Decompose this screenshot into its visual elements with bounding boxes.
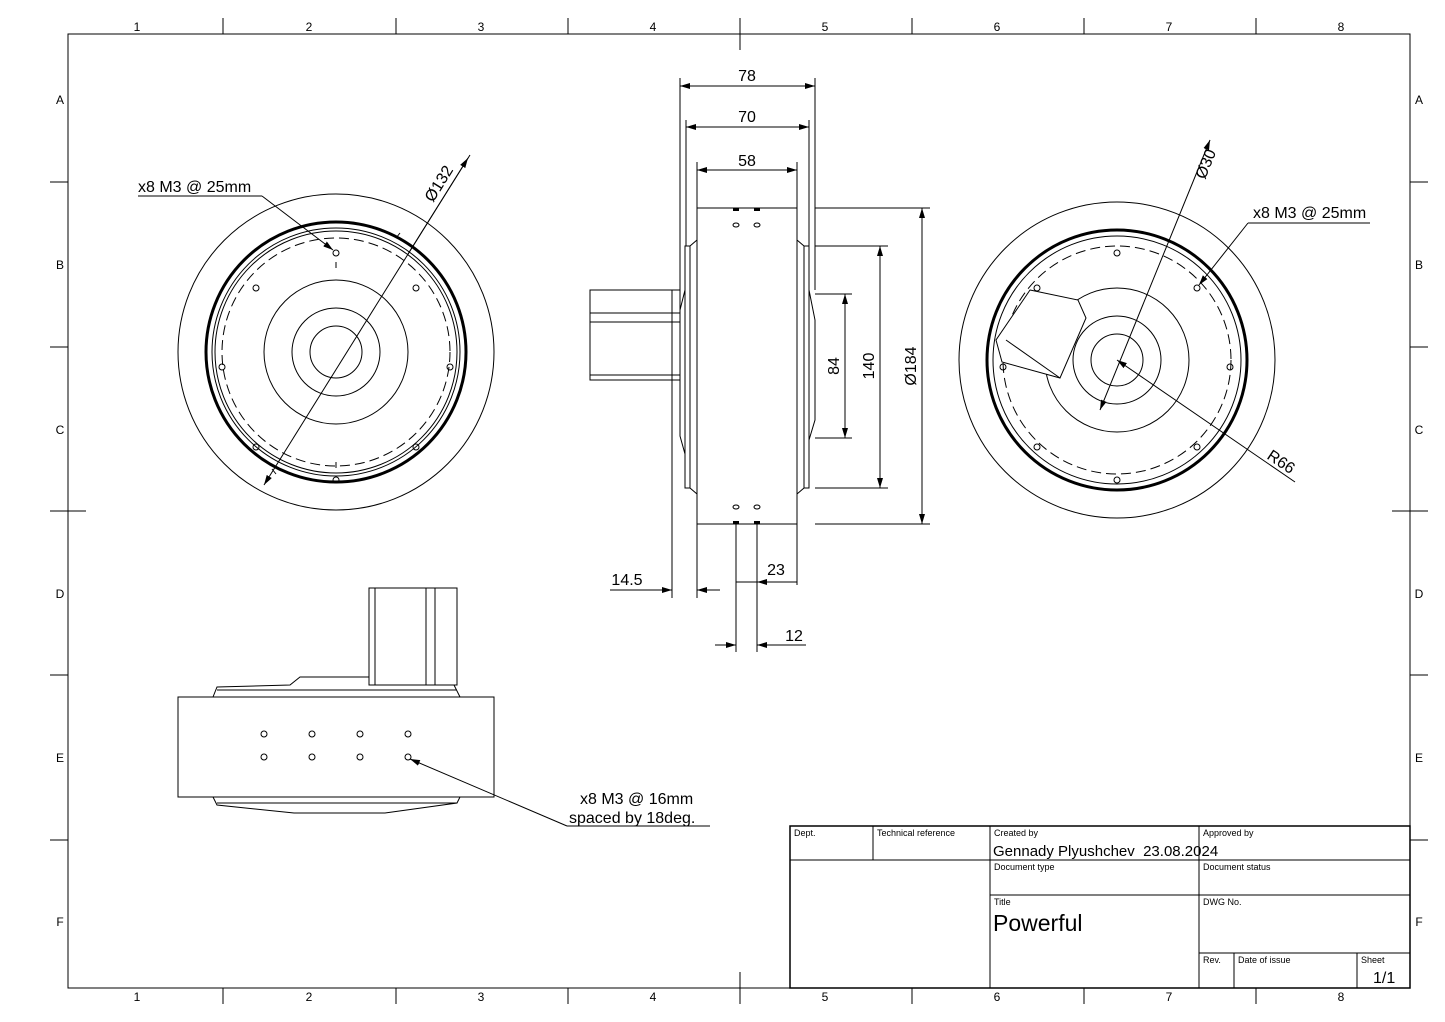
rear-diameter-label: Ø30 bbox=[1193, 147, 1220, 182]
dim-diameter-184: Ø184 bbox=[903, 346, 920, 385]
zone-row-a-left: A bbox=[56, 93, 64, 107]
sheet-value: 1/1 bbox=[1373, 970, 1395, 987]
created-by-value: Gennady Plyushchev 23.08.2024 bbox=[993, 843, 1218, 860]
dept-label: Dept. bbox=[794, 828, 816, 838]
dim-14-5: 14.5 bbox=[611, 572, 642, 589]
zone-row-d-right: D bbox=[1415, 587, 1424, 601]
title-label: Title bbox=[994, 897, 1011, 907]
zone-col-6-bottom: 6 bbox=[994, 990, 1001, 1004]
date-of-issue-label: Date of issue bbox=[1238, 955, 1291, 965]
dim-58: 58 bbox=[738, 153, 756, 170]
zone-row-c-left: C bbox=[56, 423, 65, 437]
approved-by-label: Approved by bbox=[1203, 828, 1254, 838]
zone-col-8-top: 8 bbox=[1338, 20, 1345, 34]
zone-col-3-bottom: 3 bbox=[478, 990, 485, 1004]
side-view: 78 70 58 84 140 Ø184 14.5 23 12 bbox=[589, 68, 930, 652]
dim-70: 70 bbox=[738, 109, 756, 126]
sheet-label: Sheet bbox=[1361, 955, 1385, 965]
zone-col-2-top: 2 bbox=[306, 20, 313, 34]
zone-row-f-right: F bbox=[1415, 915, 1422, 929]
zone-col-5-bottom: 5 bbox=[822, 990, 829, 1004]
dim-12: 12 bbox=[785, 628, 803, 645]
technical-reference-label: Technical reference bbox=[877, 828, 955, 838]
zone-row-c-right: C bbox=[1415, 423, 1424, 437]
zone-col-5-top: 5 bbox=[822, 20, 829, 34]
zone-row-e-left: E bbox=[56, 751, 64, 765]
zone-row-a-right: A bbox=[1415, 93, 1423, 107]
front-view: x8 M3 @ 25mm Ø132 bbox=[138, 154, 495, 511]
zone-col-7-top: 7 bbox=[1166, 20, 1173, 34]
rear-hole-note: x8 M3 @ 25mm bbox=[1253, 205, 1366, 222]
zone-col-7-bottom: 7 bbox=[1166, 990, 1173, 1004]
dim-78: 78 bbox=[738, 68, 756, 85]
bottom-note-line-1: x8 M3 @ 16mm bbox=[580, 791, 693, 808]
document-type-label: Document type bbox=[994, 862, 1055, 872]
zone-col-4-bottom: 4 bbox=[650, 990, 657, 1004]
zone-col-6-top: 6 bbox=[994, 20, 1001, 34]
zone-row-b-right: B bbox=[1415, 258, 1423, 272]
dim-23: 23 bbox=[767, 562, 785, 579]
title-block: Dept. Technical reference Created by App… bbox=[789, 825, 1411, 989]
zone-row-f-left: F bbox=[56, 915, 63, 929]
dim-84: 84 bbox=[826, 357, 843, 375]
zone-col-2-bottom: 2 bbox=[306, 990, 313, 1004]
zone-col-1-bottom: 1 bbox=[134, 990, 141, 1004]
front-hole-note: x8 M3 @ 25mm bbox=[138, 179, 251, 196]
created-by-label: Created by bbox=[994, 828, 1039, 838]
rev-label: Rev. bbox=[1203, 955, 1221, 965]
zone-row-e-right: E bbox=[1415, 751, 1423, 765]
document-status-label: Document status bbox=[1203, 862, 1271, 872]
rear-view: Ø30 x8 M3 @ 25mm R66 bbox=[958, 139, 1370, 519]
zone-col-3-top: 3 bbox=[478, 20, 485, 34]
drawing-frame: 1 2 3 4 5 6 7 8 1 2 3 4 5 6 7 8 A B C D … bbox=[50, 18, 1428, 1004]
zone-col-1-top: 1 bbox=[134, 20, 141, 34]
title-value: Powerful bbox=[993, 910, 1082, 936]
zone-col-4-top: 4 bbox=[650, 20, 657, 34]
dim-140: 140 bbox=[861, 353, 878, 380]
bottom-note-line-2: spaced by 18deg. bbox=[569, 810, 695, 827]
dwg-no-label: DWG No. bbox=[1203, 897, 1242, 907]
zone-col-8-bottom: 8 bbox=[1338, 990, 1345, 1004]
zone-row-b-left: B bbox=[56, 258, 64, 272]
zone-row-d-left: D bbox=[56, 587, 65, 601]
bottom-view: x8 M3 @ 16mm spaced by 18deg. bbox=[177, 587, 710, 827]
rear-radius-label: R66 bbox=[1264, 447, 1298, 478]
